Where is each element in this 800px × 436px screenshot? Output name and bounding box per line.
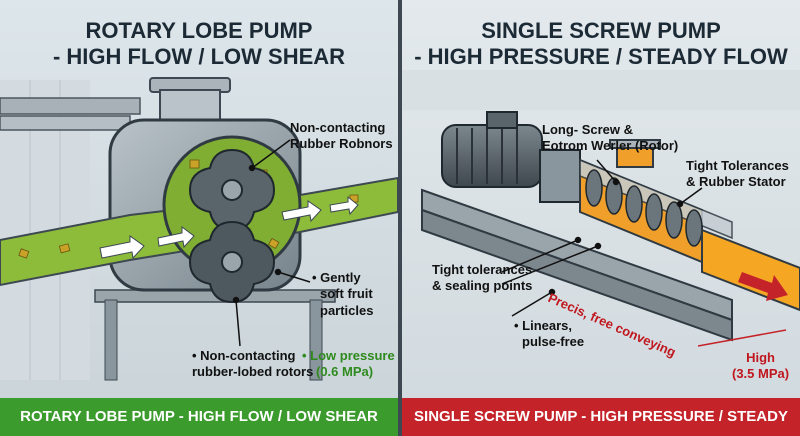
pressure-arrow-icon <box>738 272 788 301</box>
screw-rotor <box>585 169 703 247</box>
callout-text: • Gently <box>312 270 361 285</box>
callout-text: soft fruit <box>320 286 373 302</box>
right-title-line1: SINGLE SCREW PUMP <box>481 18 721 43</box>
callout-particles: • Gently soft fruit particles <box>312 270 373 319</box>
callout-text: Tight tolerances <box>432 262 533 277</box>
callout-text: • Linears, <box>514 318 573 333</box>
callout-text: Long- Screw & <box>542 122 634 137</box>
rotary-lobe-panel: ROTARY LOBE PUMP - HIGH FLOW / LOW SHEAR… <box>0 0 398 436</box>
callout-screw-rotor: Long- Screw & Eotrom Werler (Rotor) <box>542 122 678 155</box>
callout-text: Non-contacting <box>290 120 386 135</box>
callout-text: • Low pressure <box>302 348 395 363</box>
rotary-lobe-illustration <box>0 0 398 436</box>
motor <box>441 111 543 188</box>
callout-sealing: Tight tolerances & sealing points <box>432 262 532 295</box>
callout-text: Rubber Robnors <box>290 136 393 152</box>
left-footer-banner: ROTARY LOBE PUMP - HIGH FLOW / LOW SHEAR <box>0 398 398 436</box>
left-title-line1: ROTARY LOBE PUMP <box>85 18 313 43</box>
flow-arrow-icon <box>99 195 359 260</box>
callout-text: (3.5 MPa) <box>732 366 790 382</box>
right-footer-banner: SINGLE SCREW PUMP - HIGH PRESSURE / STEA… <box>402 398 800 436</box>
callout-text: particles <box>320 302 374 318</box>
callout-rotors-top: Non-contacting Rubber Robnors <box>290 120 393 153</box>
callout-rotors-bottom: • Non-contacting rubber-lobed rotors <box>192 348 313 381</box>
callout-text: & Rubber Stator <box>686 174 786 190</box>
callout-text: High <box>746 350 775 365</box>
callout-text: rubber-lobed rotors <box>192 364 314 380</box>
panel-divider <box>398 0 402 436</box>
callout-rubber-stator: Tight Tolerances & Rubber Stator <box>686 158 789 191</box>
callout-text: & sealing points <box>432 278 533 294</box>
callout-text: Tight Tolerances <box>686 158 789 173</box>
callout-text: (0.6 MPa) <box>316 364 374 380</box>
callout-text: pulse-free <box>522 334 585 350</box>
right-title-line2: - HIGH PRESSURE / STEADY FLOW <box>414 44 788 69</box>
callout-text: Eotrom Werler (Rotor) <box>542 138 679 154</box>
callout-low-pressure: • Low pressure (0.6 MPa) <box>302 348 395 381</box>
left-title-line2: - HIGH FLOW / LOW SHEAR <box>52 44 346 69</box>
callout-pulse-free: • Linears, pulse-free <box>514 318 584 351</box>
single-screw-illustration <box>402 0 800 436</box>
single-screw-panel: SINGLE SCREW PUMP - HIGH PRESSURE / STEA… <box>402 0 800 436</box>
callout-text: • Non-contacting <box>192 348 296 363</box>
callout-high-pressure: High (3.5 MPa) <box>732 350 789 383</box>
lower-lobe-rotor <box>188 220 276 304</box>
